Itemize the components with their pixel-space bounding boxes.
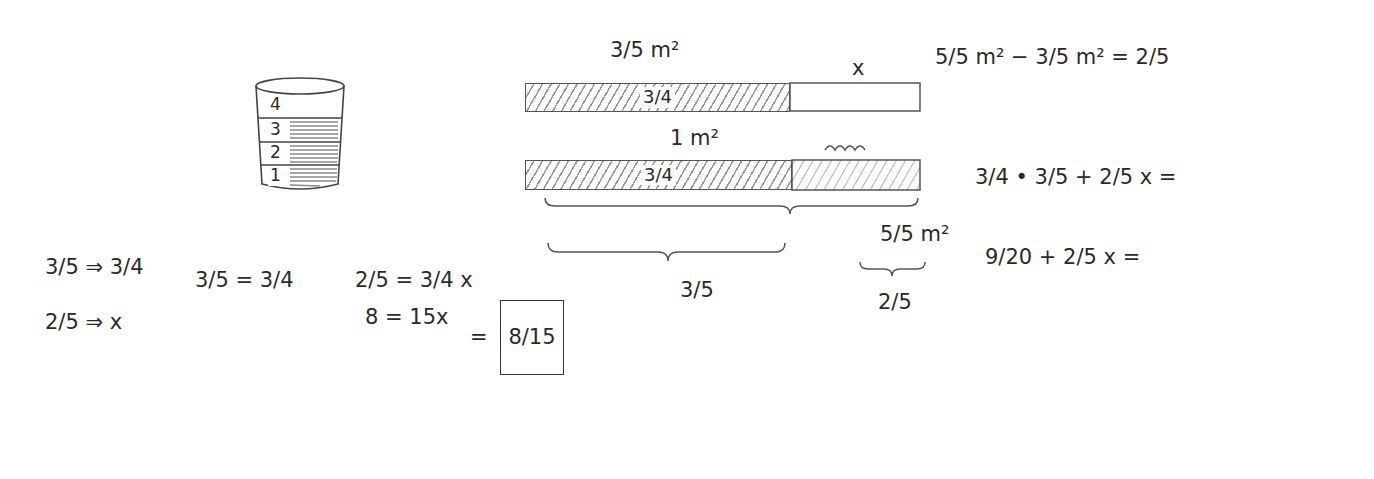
bar-segment bbox=[790, 83, 920, 111]
math-annotation: 9/20 + 2/5 x = bbox=[985, 245, 1140, 269]
math-annotation: 5/5 m² − 3/5 m² = 2/5 bbox=[935, 45, 1169, 69]
math-annotation: 3/5 = 3/4 bbox=[195, 268, 294, 292]
fraction-text: 8/15 bbox=[508, 325, 555, 349]
cup-body bbox=[256, 86, 344, 189]
cup-rim bbox=[256, 78, 344, 94]
bar-segment bbox=[792, 160, 920, 190]
brace bbox=[548, 243, 785, 261]
math-annotation: 3/5 ⇒ 3/4 bbox=[45, 255, 144, 279]
brace bbox=[860, 262, 925, 276]
math-annotation: = bbox=[470, 325, 488, 349]
math-annotation: 3/5 m² bbox=[610, 38, 679, 62]
math-annotation: 8 = 15x bbox=[365, 305, 448, 329]
cup-shading bbox=[290, 122, 338, 186]
math-annotation: 2/5 = 3/4 x bbox=[355, 268, 473, 292]
fraction-text: 3/4 bbox=[641, 165, 676, 186]
brace bbox=[545, 198, 918, 214]
math-annotation: 2/5 ⇒ x bbox=[45, 310, 122, 334]
math-annotation: 3/5 bbox=[680, 278, 714, 302]
shaded-bar-segment: 3/4 bbox=[525, 83, 790, 112]
math-annotation: 1 m² bbox=[670, 126, 719, 150]
math-annotation: 5/5 m² bbox=[880, 222, 949, 246]
section-number: 4 bbox=[268, 95, 283, 115]
shaded-bar-segment: 3/4 bbox=[525, 160, 792, 190]
section-number: 2 bbox=[268, 143, 283, 163]
section-number: 3 bbox=[268, 120, 283, 140]
fraction-text: 3/4 bbox=[640, 87, 675, 108]
math-annotation: 3/4 • 3/5 + 2/5 x = bbox=[975, 165, 1176, 189]
squiggle-mark bbox=[825, 146, 865, 150]
math-annotation: 2/5 bbox=[878, 290, 912, 314]
section-number: 1 bbox=[268, 166, 283, 186]
math-annotation: x bbox=[852, 56, 864, 80]
answer-box: 8/15 bbox=[500, 300, 564, 375]
